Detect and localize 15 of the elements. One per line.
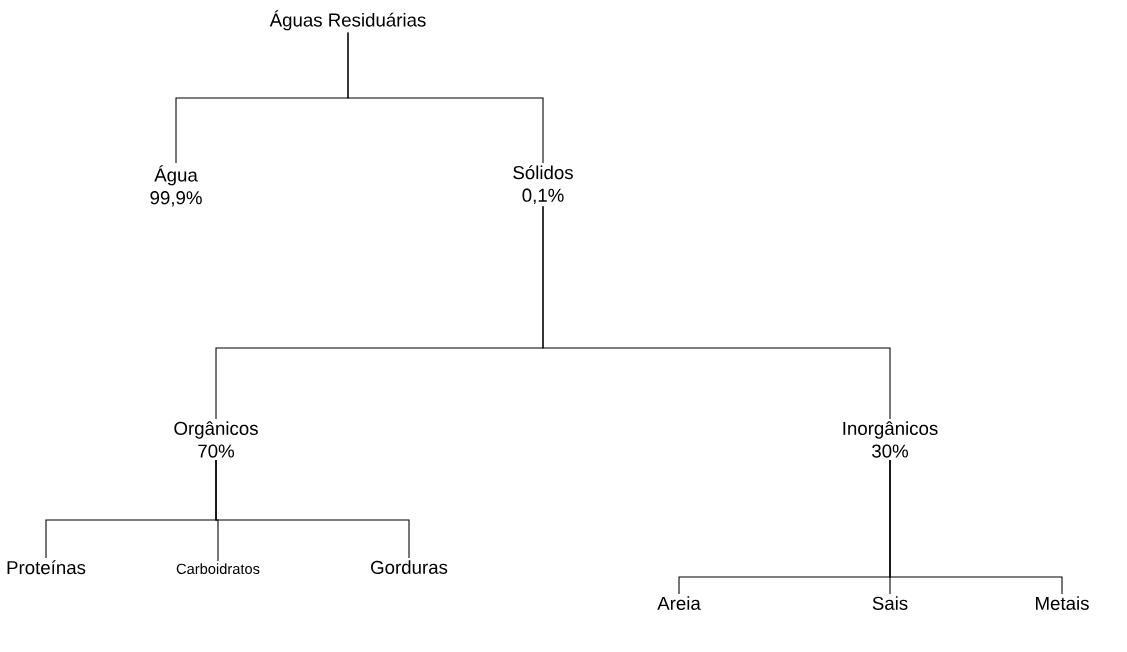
- tree-connector: [347, 32, 544, 164]
- tree-node-label: Águas Residuárias: [269, 10, 426, 31]
- tree-connector: [542, 205, 891, 420]
- tree-node-label: Água 99,9%: [150, 165, 202, 207]
- tree-node-label: Sólidos 0,1%: [513, 165, 573, 205]
- tree-node-label: Proteínas: [7, 560, 86, 575]
- tree-connector: [215, 459, 410, 559]
- tree-node-label: Gorduras: [371, 560, 448, 574]
- tree-connector: [889, 459, 1063, 595]
- tree-node-label: Orgânicos 70%: [174, 421, 258, 458]
- tree-node-label: Sais: [872, 596, 908, 610]
- tree-node-label: Metais: [1036, 596, 1089, 610]
- tree-node-label: Inorgânicos 30%: [843, 421, 938, 458]
- tree-node-label: Carboidratos: [176, 563, 260, 575]
- tree-node-label: Areia: [657, 596, 701, 610]
